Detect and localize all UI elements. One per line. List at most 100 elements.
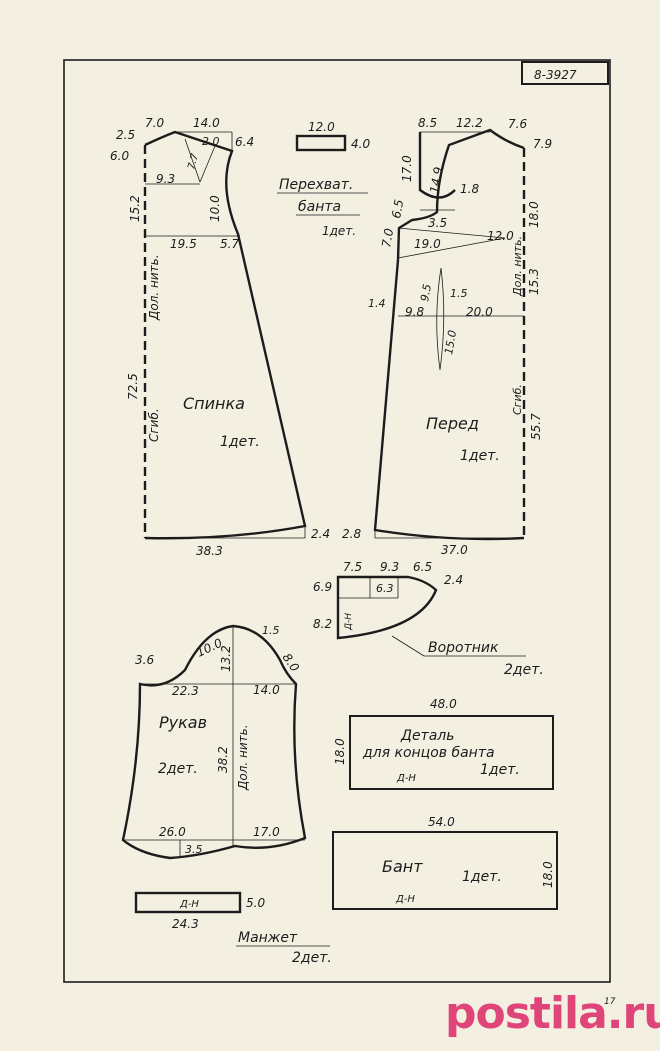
- svg-text:8.0: 8.0: [280, 651, 303, 675]
- back-dart-2: [199, 145, 216, 183]
- svg-text:15.3: 15.3: [527, 268, 541, 295]
- front-grain-label: Дол. нить.: [511, 236, 524, 297]
- svg-text:38.3: 38.3: [196, 544, 223, 558]
- svg-text:7.0: 7.0: [145, 116, 164, 130]
- collar-name: Воротник: [428, 640, 499, 656]
- sleeve-outline: [121, 624, 307, 860]
- sleeve-qty: 2дет.: [158, 761, 198, 777]
- svg-text:7.0: 7.0: [379, 227, 396, 249]
- bow-band-outline: [295, 134, 347, 152]
- sheet-code-box: [521, 61, 609, 85]
- svg-text:17.0: 17.0: [400, 155, 414, 182]
- piece-cuff: Д-Н 5.0 24.3 Манжет 2дет.: [134, 891, 332, 966]
- svg-text:19.0: 19.0: [414, 237, 441, 251]
- svg-text:14.0: 14.0: [193, 116, 220, 130]
- bow-ends-grain: Д-Н: [396, 773, 416, 784]
- bow-qty: 1дет.: [462, 869, 502, 885]
- svg-text:14.0: 14.0: [253, 683, 280, 697]
- svg-text:2.5: 2.5: [116, 128, 135, 142]
- front-armhole-curve: [418, 132, 456, 199]
- bow-band-name: Перехват.: [279, 177, 353, 193]
- svg-text:3.6: 3.6: [135, 653, 154, 667]
- svg-text:14.9: 14.9: [427, 166, 445, 195]
- svg-text:1.5: 1.5: [450, 287, 468, 300]
- svg-text:2.4: 2.4: [311, 527, 330, 541]
- svg-text:9.8: 9.8: [405, 305, 424, 319]
- back-fold-label: Сгиб.: [147, 408, 161, 442]
- svg-text:37.0: 37.0: [441, 543, 468, 557]
- front-waist-dart: [436, 267, 445, 371]
- front-outline: [373, 128, 525, 541]
- sleeve-grain-label: Дол. нить.: [236, 724, 250, 791]
- bow-ends-outline: [349, 715, 554, 790]
- svg-text:18.0: 18.0: [527, 201, 541, 228]
- back-name: Спинка: [183, 394, 245, 413]
- svg-text:5.7: 5.7: [220, 237, 239, 251]
- bow-name: Бант: [382, 857, 423, 876]
- svg-text:48.0: 48.0: [430, 697, 457, 711]
- piece-bow-band: 12.0 4.0 Перехват. банта 1дет.: [277, 120, 370, 238]
- svg-text:24.3: 24.3: [172, 917, 199, 931]
- sheet-frame: [63, 59, 611, 983]
- svg-text:1.5: 1.5: [262, 624, 280, 637]
- svg-text:2.0: 2.0: [202, 135, 220, 148]
- svg-text:7.5: 7.5: [343, 560, 362, 574]
- sleeve-name: Рукав: [159, 713, 207, 732]
- svg-text:54.0: 54.0: [428, 815, 455, 829]
- cuff-grain: Д-Н: [179, 899, 199, 910]
- svg-text:3.5: 3.5: [428, 216, 447, 230]
- svg-text:6.5: 6.5: [413, 560, 432, 574]
- back-outline: [144, 130, 307, 540]
- collar-grain: Д-Н: [344, 613, 354, 631]
- svg-text:2.4: 2.4: [444, 573, 463, 587]
- back-grain-label: Дол. нить.: [147, 254, 161, 321]
- svg-text:22.3: 22.3: [172, 684, 199, 698]
- piece-back: 7.0 14.0 2.0 6.4 2.5 6.0 7.7 9.3 15.2 10…: [110, 116, 330, 558]
- front-bust-dart: [397, 227, 506, 259]
- svg-text:17.0: 17.0: [253, 825, 280, 839]
- svg-text:1.4: 1.4: [368, 297, 386, 310]
- svg-text:15.2: 15.2: [128, 195, 142, 222]
- cuff-outline: [134, 891, 242, 914]
- collar-outline: [336, 575, 438, 640]
- svg-text:8.5: 8.5: [418, 116, 437, 130]
- cuff-name: Манжет: [238, 930, 298, 946]
- svg-text:38.2: 38.2: [216, 746, 230, 773]
- svg-text:20.0: 20.0: [466, 305, 493, 319]
- svg-text:7.7: 7.7: [186, 152, 201, 171]
- svg-text:13.2: 13.2: [219, 645, 233, 672]
- svg-text:12.0: 12.0: [487, 229, 514, 243]
- svg-text:12.0: 12.0: [308, 120, 335, 134]
- svg-text:55.7: 55.7: [529, 413, 543, 440]
- svg-text:9.5: 9.5: [418, 283, 434, 302]
- svg-text:2.8: 2.8: [342, 527, 361, 541]
- svg-text:18.0: 18.0: [541, 861, 555, 888]
- bow-ends-name: Деталь: [400, 728, 454, 744]
- back-qty: 1дет.: [220, 434, 260, 450]
- piece-bow-ends: 48.0 18.0 Деталь для концов банта 1дет. …: [333, 697, 554, 790]
- svg-text:4.0: 4.0: [351, 137, 370, 151]
- svg-text:банта: банта: [298, 199, 341, 215]
- svg-text:6.5: 6.5: [389, 198, 406, 219]
- piece-collar: 7.5 9.3 6.5 6.3 2.4 6.9 8.2 Д-Н Воротник…: [313, 560, 544, 678]
- svg-text:8.2: 8.2: [313, 617, 332, 631]
- front-qty: 1дет.: [460, 448, 500, 464]
- svg-text:15.0: 15.0: [442, 329, 459, 355]
- svg-text:72.5: 72.5: [126, 373, 140, 400]
- front-fold-label: Сгиб.: [511, 384, 524, 415]
- piece-sleeve: 3.6 10.0 13.2 1.5 8.0 22.3 14.0 38.2 Дол…: [121, 624, 307, 860]
- piece-front: 8.5 12.2 7.6 7.9 17.0 14.9 1.8 3.5 6.5 7…: [342, 116, 552, 557]
- svg-text:7.9: 7.9: [533, 137, 552, 151]
- svg-text:6.4: 6.4: [235, 135, 254, 149]
- bow-band-qty: 1дет.: [322, 224, 356, 238]
- collar-qty: 2дет.: [504, 662, 544, 678]
- bow-ends-qty: 1дет.: [480, 762, 520, 778]
- piece-bow: 54.0 18.0 Бант 1дет. Д-Н: [332, 815, 558, 910]
- svg-text:9.3: 9.3: [380, 560, 399, 574]
- svg-text:6.3: 6.3: [376, 582, 394, 595]
- svg-text:1.8: 1.8: [460, 182, 479, 196]
- svg-text:9.3: 9.3: [156, 172, 175, 186]
- svg-text:5.0: 5.0: [246, 896, 265, 910]
- svg-text:10.0: 10.0: [208, 195, 222, 222]
